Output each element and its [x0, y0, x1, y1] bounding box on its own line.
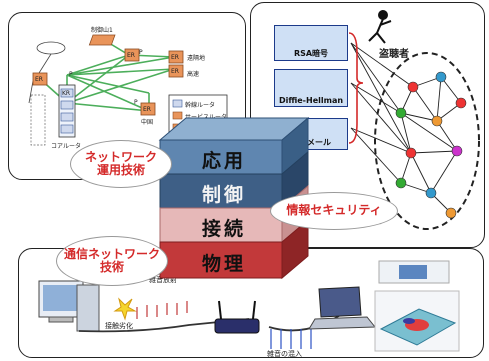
legend-item: 幹線ルータ: [185, 102, 216, 109]
email-box: 電子メール: [274, 118, 348, 150]
layer-control: 制御: [202, 184, 247, 206]
link-label: P: [134, 99, 138, 106]
link-label: P: [139, 49, 143, 56]
region-label: 中国: [141, 119, 154, 126]
router-tag: ER: [35, 76, 43, 83]
rsa-box: RSA暗号: [274, 25, 348, 61]
region-label: 遠隔地: [187, 55, 206, 62]
link-label: P: [69, 71, 73, 78]
router-tag: ER: [143, 106, 151, 113]
router-tag: ER: [171, 54, 179, 61]
legend-item: エッジルータ: [185, 126, 222, 133]
network-ops-line1: ネットワーク: [84, 149, 157, 164]
graph-network-diagram: [348, 10, 480, 230]
security-text: 情報セキュリティ: [286, 203, 382, 218]
router-tag: KR: [62, 90, 71, 97]
email-label: 電子メール: [291, 138, 331, 147]
region-label: 制御山1: [91, 27, 113, 34]
region-label: 高速: [187, 71, 200, 78]
noise-emission-label: 雑音放射: [149, 276, 177, 284]
core-router-label: コアルータ: [51, 143, 81, 150]
comm-network-oval: 通信ネットワーク 技術: [56, 236, 168, 286]
layer-application: 応用: [202, 150, 247, 172]
physical-layer-diagram: [38, 260, 460, 352]
contact-degradation-label: 接触劣化: [105, 322, 133, 330]
noise-intrusion-label: 雑音の混入: [267, 350, 302, 358]
diffie-hellman-label: Diffie-Hellman: [278, 96, 344, 105]
network-ops-line2: 運用技術: [96, 163, 145, 177]
security-oval: 情報セキュリティ: [270, 192, 398, 230]
layer-connection: 接続: [202, 218, 247, 240]
comm-network-line2: 技術: [99, 260, 124, 274]
router-tag: ER: [127, 52, 135, 59]
network-ops-oval: ネットワーク 運用技術: [70, 140, 172, 188]
legend-item: サービスルータ: [185, 114, 228, 121]
layer-physical: 物理: [202, 253, 247, 275]
eavesdropper-label: 盗聴者: [379, 49, 409, 60]
comm-network-line1: 通信ネットワーク: [63, 246, 160, 261]
rsa-label: RSA暗号: [293, 49, 329, 58]
diffie-hellman-box: Diffie-Hellman: [274, 69, 348, 107]
router-tag: ER: [171, 68, 179, 75]
